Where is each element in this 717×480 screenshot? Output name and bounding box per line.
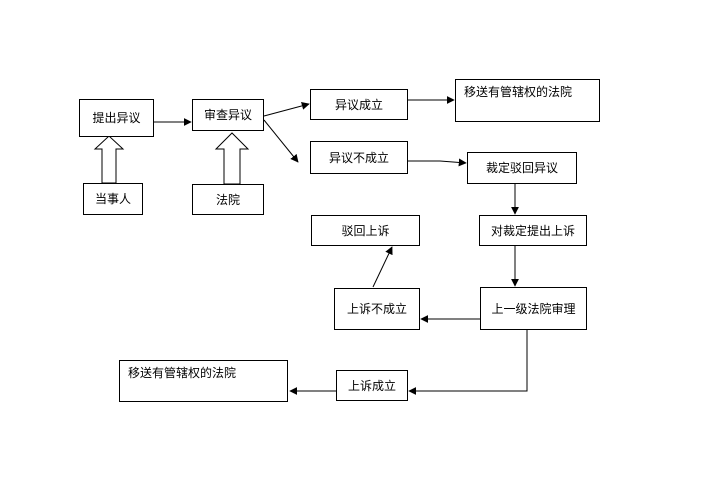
node-label: 当事人 bbox=[94, 192, 131, 206]
node-label: 移送有管辖权的法院 bbox=[128, 366, 237, 380]
arrow-buchengli-to-bohui bbox=[372, 246, 393, 288]
node-label: 上一级法院审理 bbox=[491, 301, 576, 316]
node-label: 审查异议 bbox=[203, 108, 252, 122]
node-dangshiren: 当事人 bbox=[83, 183, 143, 215]
node-shangsu-chengli: 上诉成立 bbox=[336, 370, 408, 401]
node-label: 上诉不成立 bbox=[346, 302, 407, 316]
node-label: 裁定驳回异议 bbox=[485, 161, 558, 175]
node-label: 对裁定提出上诉 bbox=[490, 223, 575, 238]
node-yisong-1: 移送有管辖权的法院 bbox=[455, 79, 600, 122]
node-yiyi-chengli: 异议成立 bbox=[310, 89, 408, 120]
node-label: 异议不成立 bbox=[328, 150, 389, 165]
node-label: 移送有管辖权的法院 bbox=[464, 85, 573, 99]
node-fayuan: 法院 bbox=[192, 184, 264, 215]
node-label: 驳回上诉 bbox=[341, 223, 390, 238]
node-bohui-shangsu: 驳回上诉 bbox=[311, 215, 420, 246]
node-yisong-2: 移送有管辖权的法院 bbox=[119, 360, 288, 402]
node-shangsu-buchengli: 上诉不成立 bbox=[334, 288, 420, 330]
node-yiyi-buchengli: 异议不成立 bbox=[310, 141, 408, 174]
arrow-buchengli-to-caiding bbox=[408, 158, 467, 167]
node-label: 异议成立 bbox=[334, 97, 383, 112]
node-label: 上诉成立 bbox=[347, 378, 396, 393]
node-shangyiji-shenli: 上一级法院审理 bbox=[480, 287, 587, 330]
node-dui-caiding-shangsu: 对裁定提出上诉 bbox=[479, 215, 587, 246]
arrow-shencha-to-chengli bbox=[263, 101, 310, 117]
node-tichu-yiyi: 提出异议 bbox=[79, 99, 154, 137]
node-label: 法院 bbox=[215, 192, 240, 207]
hollow-arrow-dangshiren bbox=[93, 135, 125, 184]
hollow-arrow-fayuan bbox=[214, 132, 250, 185]
node-caiding-bohui: 裁定驳回异议 bbox=[467, 152, 577, 184]
node-label: 提出异议 bbox=[92, 111, 141, 125]
arrow-shenli-to-chengli bbox=[408, 330, 528, 395]
node-shencha-yiyi: 审查异议 bbox=[192, 99, 264, 131]
arrow-shencha-to-buchengli bbox=[263, 119, 299, 163]
